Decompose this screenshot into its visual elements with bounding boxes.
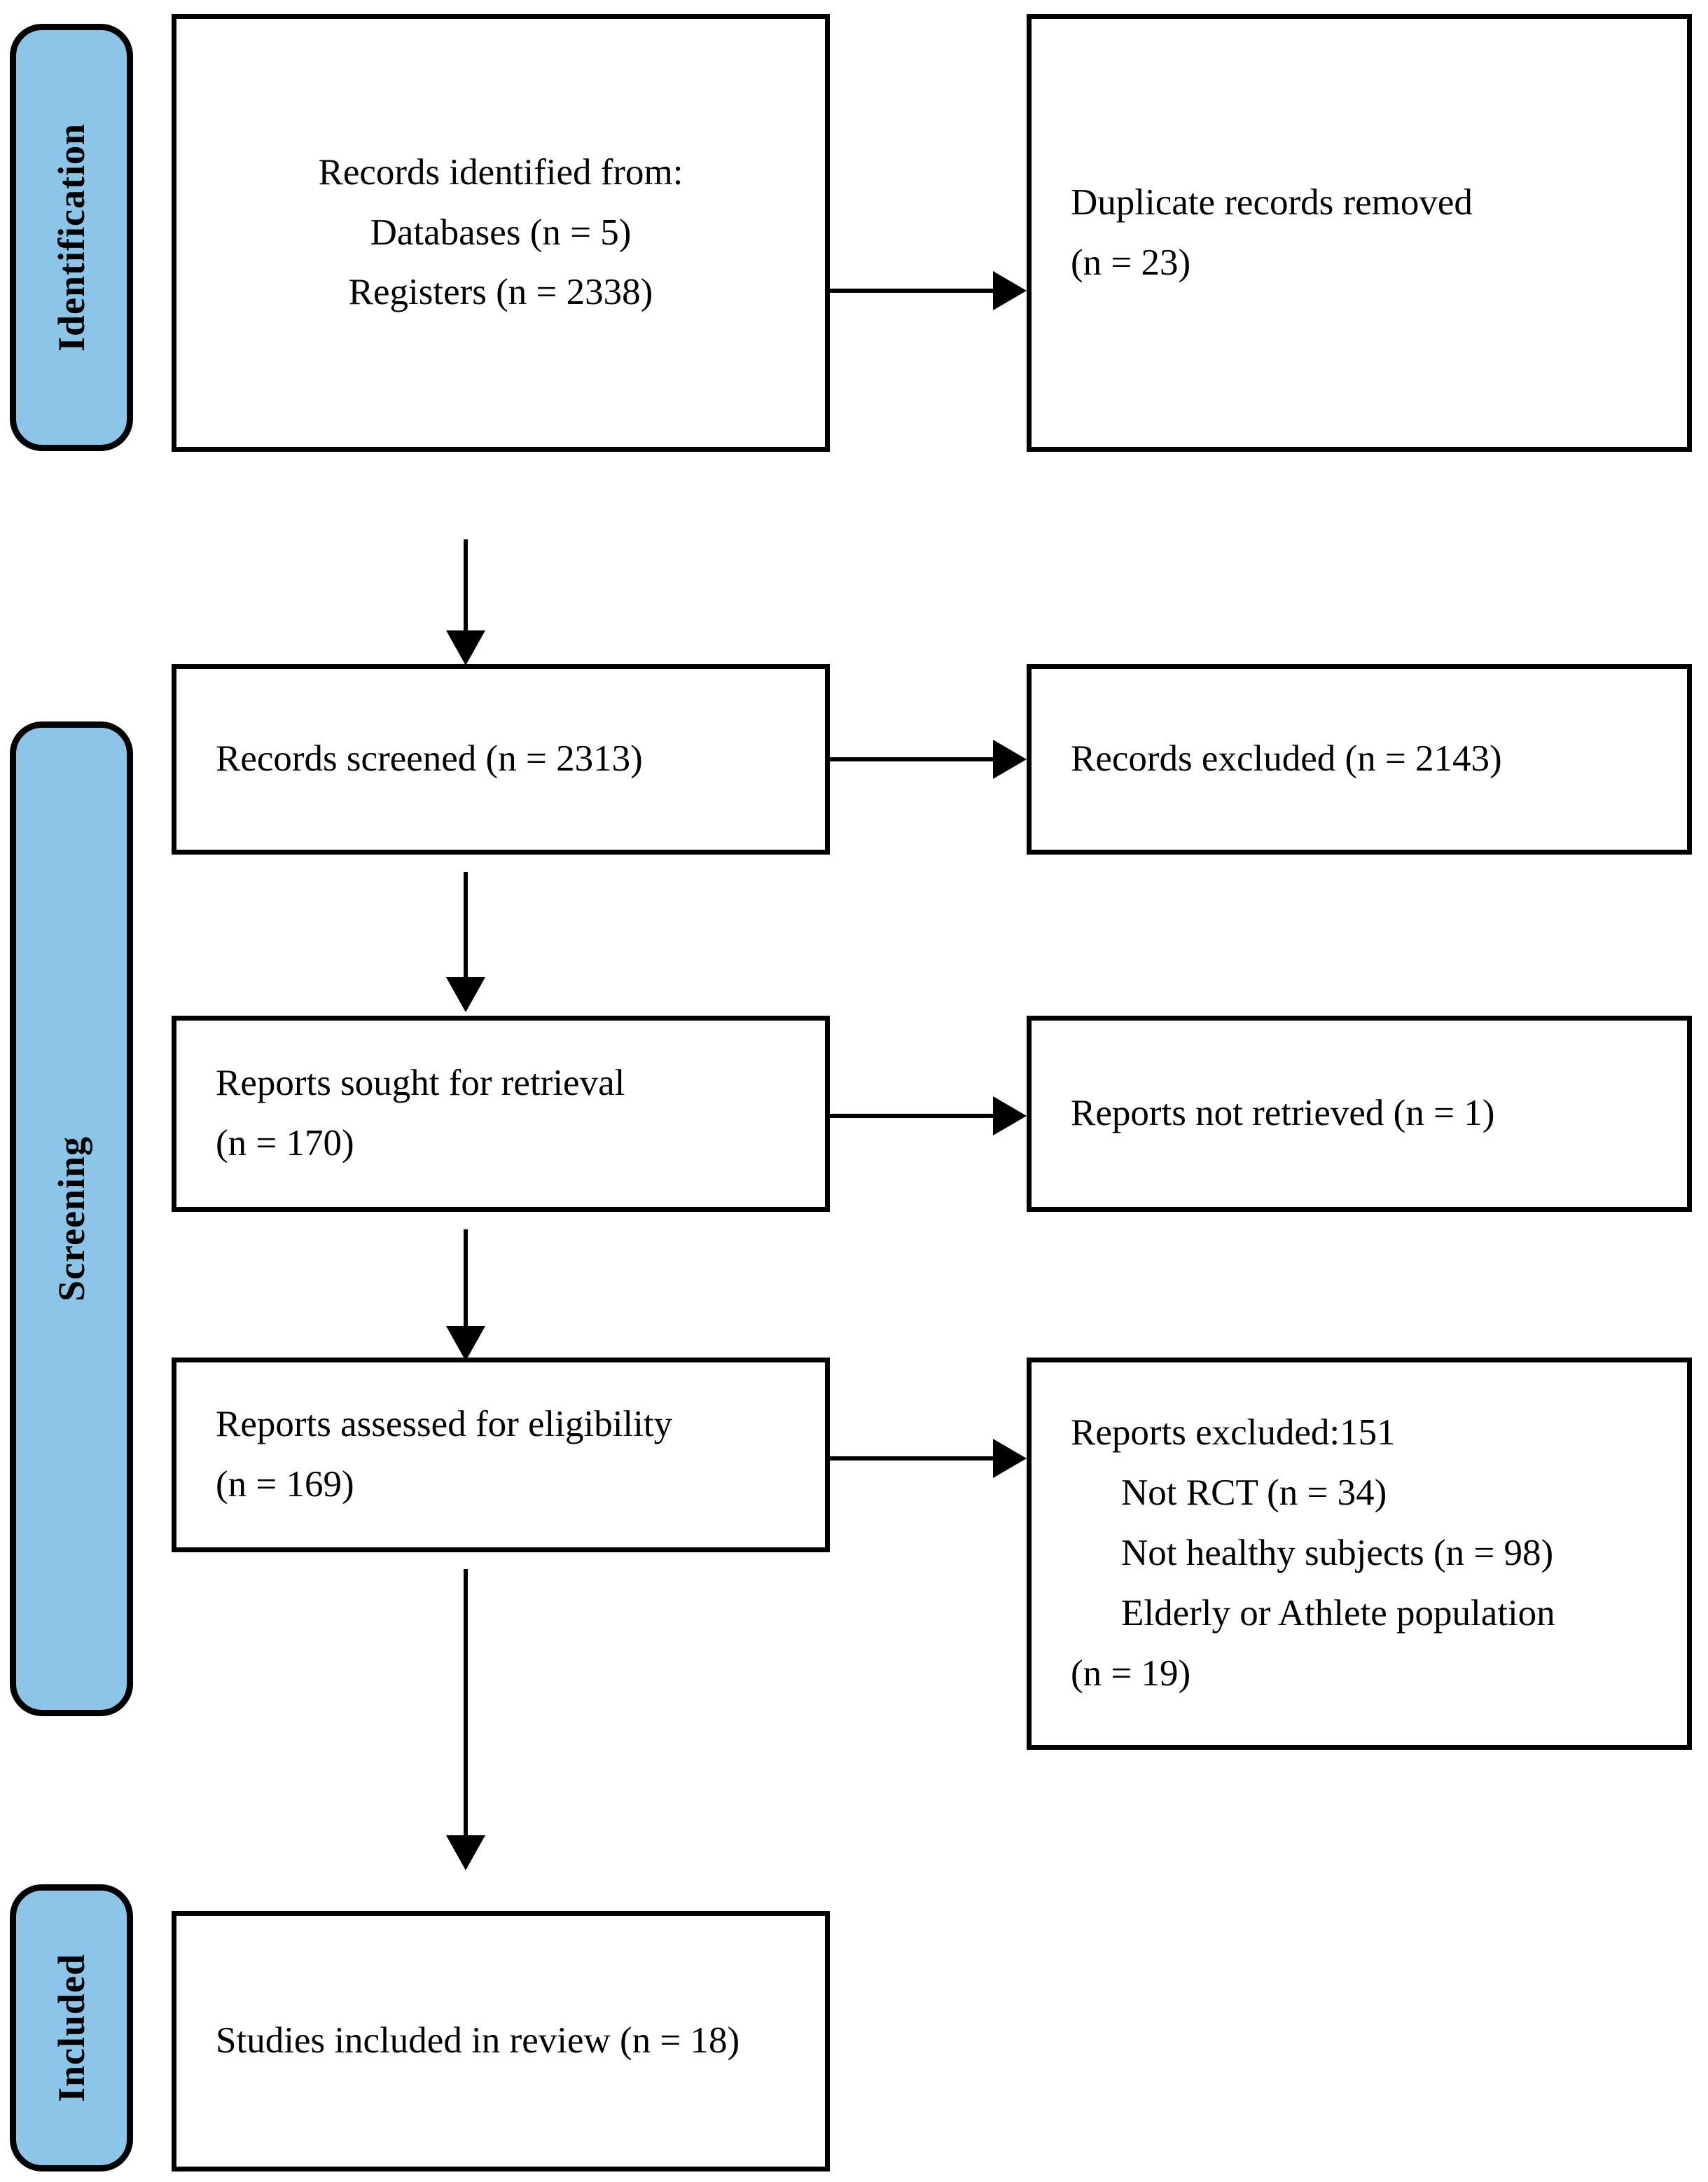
stage-bar-screening-label: Screening xyxy=(50,1136,92,1301)
connector-sought-to-assessed xyxy=(464,1229,468,1340)
records-identified-line-3: Registers (n = 2338) xyxy=(348,272,653,313)
connector-assessed-to-included xyxy=(464,1569,468,1849)
box-studies-included: Studies included in review (n = 18) xyxy=(172,1911,830,2171)
reports-excluded-heading: Reports excluded:151 xyxy=(1071,1412,1396,1453)
stage-bar-identification: Identification xyxy=(10,24,133,451)
reports-not-retrieved-line-1: Reports not retrieved (n = 1) xyxy=(1071,1093,1495,1134)
box-reports-excluded-detail: Reports excluded:151 Not RCT (n = 34) No… xyxy=(1027,1358,1692,1750)
box-records-screened: Records screened (n = 2313) xyxy=(172,664,830,855)
arrow-screened-to-sought xyxy=(446,977,485,1012)
box-reports-not-retrieved: Reports not retrieved (n = 1) xyxy=(1027,1016,1692,1212)
records-identified-line-2: Databases (n = 5) xyxy=(370,212,632,253)
reports-sought-line-1: Reports sought for retrieval xyxy=(216,1063,625,1104)
arrow-identified-to-duplicates xyxy=(993,271,1027,310)
reports-excluded-reason-4: (n = 19) xyxy=(1071,1652,1191,1694)
box-reports-assessed: Reports assessed for eligibility (n = 16… xyxy=(172,1358,830,1552)
box-records-excluded: Records excluded (n = 2143) xyxy=(1027,664,1692,855)
connector-sought-to-not-retrieved xyxy=(830,1114,1022,1118)
records-screened-line-1: Records screened (n = 2313) xyxy=(216,738,643,780)
connector-screened-to-sought xyxy=(464,872,468,991)
box-records-identified: Records identified from: Databases (n = … xyxy=(172,14,830,452)
arrow-sought-to-not-retrieved xyxy=(993,1096,1027,1135)
box-reports-sought: Reports sought for retrieval (n = 170) xyxy=(172,1016,830,1212)
connector-screened-to-excluded xyxy=(830,757,1022,761)
stage-bar-identification-label: Identification xyxy=(50,123,93,352)
reports-excluded-reason-3: Elderly or Athlete population xyxy=(1121,1592,1555,1634)
connector-identified-to-duplicates xyxy=(830,289,1022,293)
connector-identified-to-screened xyxy=(464,539,468,644)
arrow-sought-to-assessed xyxy=(446,1326,485,1361)
records-identified-line-1: Records identified from: xyxy=(318,151,683,193)
reports-excluded-reason-2: Not healthy subjects (n = 98) xyxy=(1121,1533,1554,1574)
stage-bar-included-label: Included xyxy=(50,1953,92,2103)
arrow-assessed-to-included xyxy=(446,1835,485,1870)
duplicates-removed-line-1: Duplicate records removed xyxy=(1071,181,1473,223)
studies-included-line-1: Studies included in review (n = 18) xyxy=(216,2020,740,2062)
box-duplicates-removed: Duplicate records removed (n = 23) xyxy=(1027,14,1692,452)
stage-bar-included: Included xyxy=(10,1884,133,2171)
arrow-identified-to-screened xyxy=(446,630,485,665)
records-excluded-line-1: Records excluded (n = 2143) xyxy=(1071,738,1502,780)
duplicates-removed-line-2: (n = 23) xyxy=(1071,242,1191,283)
connector-assessed-to-excluded-detail xyxy=(830,1456,1022,1461)
reports-excluded-reason-1: Not RCT (n = 34) xyxy=(1121,1472,1387,1514)
stage-bar-screening: Screening xyxy=(10,721,133,1716)
arrow-screened-to-excluded xyxy=(993,740,1027,779)
reports-sought-line-2: (n = 170) xyxy=(216,1123,354,1163)
reports-assessed-line-2: (n = 169) xyxy=(216,1464,354,1505)
reports-assessed-line-1: Reports assessed for eligibility xyxy=(216,1404,673,1445)
arrow-assessed-to-excluded-detail xyxy=(993,1439,1027,1478)
